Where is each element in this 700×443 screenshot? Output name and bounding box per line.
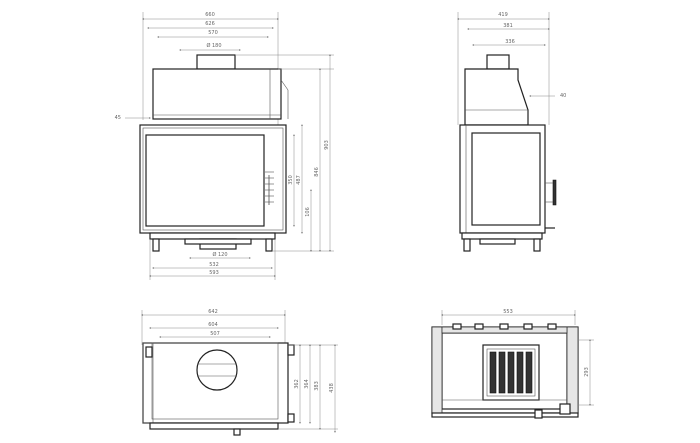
dim-side-offset: 40 <box>560 93 566 99</box>
front-glass-door <box>145 134 265 227</box>
front-leg-right <box>265 238 273 252</box>
dim-top-depth-4: 438 <box>329 383 335 393</box>
side-hood <box>464 68 529 126</box>
side-body <box>459 124 546 234</box>
top-view: 642 604 507 362 364 383 438 <box>141 309 338 436</box>
dim-top-depth-3: 383 <box>314 381 320 391</box>
dim-front-height-3: 846 <box>314 167 320 177</box>
dim-top-width-inner: 604 <box>208 322 218 328</box>
front-view: 660 626 570 Ø 180 45 <box>115 12 334 280</box>
front-base <box>149 232 276 240</box>
dim-front-width-total: 660 <box>205 12 215 18</box>
dim-front-base-width-2: 593 <box>209 270 219 276</box>
front-hood <box>152 68 282 120</box>
front-flue-collar <box>196 54 236 70</box>
dim-top-width-total: 642 <box>208 309 218 315</box>
dim-front-base-width-1: 532 <box>209 262 219 268</box>
dim-front-height-4: 903 <box>324 140 330 150</box>
dim-top-depth-2: 364 <box>304 379 310 389</box>
side-glass <box>471 132 541 226</box>
dim-front-flue-diameter: Ø 180 <box>206 42 221 49</box>
front-body <box>139 124 287 234</box>
dim-front-height-2: 487 <box>296 175 302 185</box>
dim-side-depth-top: 336 <box>505 39 515 45</box>
plan-view: 553 293 <box>431 309 594 419</box>
top-body <box>142 342 289 424</box>
side-view: 419 381 336 40 <box>457 12 566 252</box>
dim-front-width-top: 570 <box>208 30 218 36</box>
dim-side-depth-inner: 381 <box>503 23 513 29</box>
dim-front-height-5: 106 <box>305 207 311 217</box>
front-leg-left <box>152 238 160 252</box>
top-flue-hole <box>196 349 238 391</box>
dim-top-depth-1: 362 <box>294 379 300 389</box>
dim-side-depth-total: 419 <box>498 12 508 18</box>
dim-front-bottom-flue: Ø 120 <box>212 251 227 258</box>
dim-front-height-1: 350 <box>288 175 294 185</box>
dim-front-width-inner: 626 <box>205 21 215 27</box>
grate-bars <box>489 351 533 394</box>
dim-plan-width: 553 <box>503 309 513 315</box>
dim-top-width-hole: 507 <box>210 331 220 337</box>
dim-front-left-offset: 45 <box>115 115 121 121</box>
side-handle <box>552 179 557 206</box>
dim-plan-height: 293 <box>584 367 590 377</box>
